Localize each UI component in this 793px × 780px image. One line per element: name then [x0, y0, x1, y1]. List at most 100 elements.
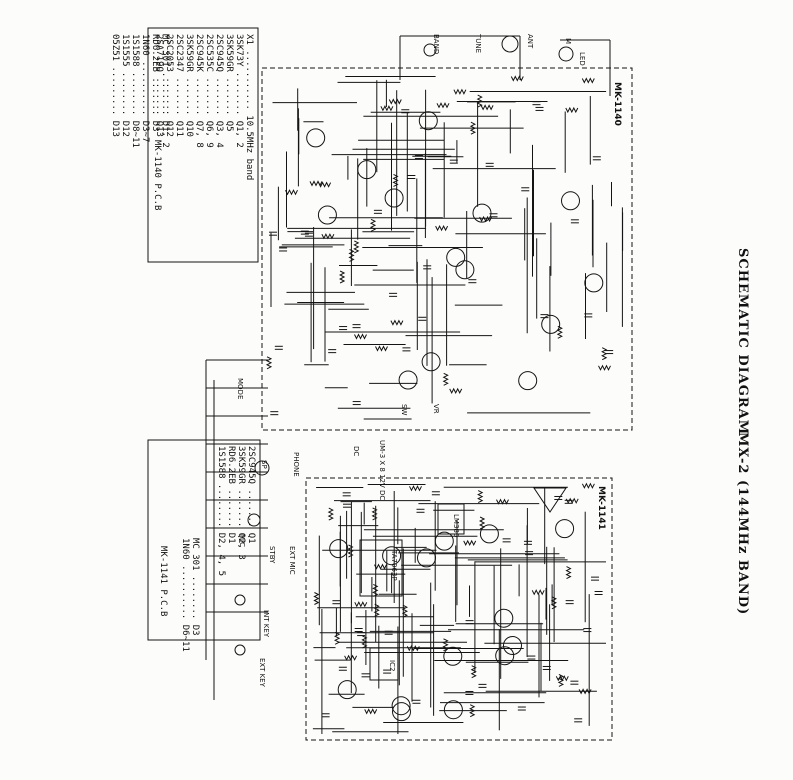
- resistor: [557, 673, 565, 687]
- board-outline-mk1141: [305, 477, 613, 741]
- resistor: [353, 240, 360, 254]
- resistor: [265, 356, 273, 370]
- resistor: [476, 94, 483, 108]
- resistor: [361, 635, 368, 649]
- resistor: [436, 102, 450, 109]
- parts-list-2: 2SC945Q ....... Q1 3SK59GR ....... Q2, 3…: [216, 446, 256, 576]
- resistor: [354, 333, 367, 340]
- transistor: [329, 539, 349, 559]
- transistor: [446, 247, 466, 267]
- resistor: [406, 645, 420, 652]
- parts-list-1-line: X1 ........... 10.5MHz band: [244, 34, 254, 181]
- resistor: [390, 319, 404, 326]
- label-ic2: IC2: [388, 660, 396, 672]
- diagram-title: SCHEMATIC DIAGRAM: [735, 248, 750, 436]
- parts-list-1-line: 2SC945K ....... Q7, 8: [194, 34, 204, 148]
- transistor: [392, 702, 411, 722]
- xtal-filter: [533, 487, 567, 513]
- resistor: [338, 270, 346, 284]
- label-ext-mic: EXT MIC: [288, 546, 296, 575]
- transistor: [337, 680, 357, 700]
- resistor: [469, 704, 476, 718]
- transistor: [584, 273, 604, 293]
- resistor: [453, 88, 467, 95]
- resistor: [510, 75, 524, 82]
- transistor: [472, 203, 492, 223]
- components: [234, 35, 614, 723]
- resistor: [318, 181, 332, 188]
- transistor: [421, 352, 441, 372]
- transistor: [555, 519, 575, 539]
- resistor: [469, 121, 477, 135]
- speaker: [254, 460, 270, 476]
- parts-list-1-line: 2SC535C ....... Q6, 9: [204, 34, 214, 148]
- resistor: [480, 104, 494, 111]
- parts-list-2-line: 2SC945Q ....... Q1: [246, 446, 256, 544]
- resistor: [581, 77, 595, 84]
- parts-list-1-diode: 05Z51 ......... D13: [110, 34, 120, 137]
- parts-list-1-line: 3SK59GR ....... Q10: [184, 34, 194, 137]
- parts-list-2-line: RD6.2EB ....... D1: [226, 446, 236, 544]
- board-label-mk1141: MK-1141: [596, 486, 606, 530]
- parts-list-2-diode: 1N60 .......... D6~11: [180, 538, 190, 652]
- label-ant: ANT: [526, 34, 534, 49]
- resistor: [581, 482, 595, 489]
- ic-lm386: [437, 503, 465, 535]
- resistor: [598, 364, 611, 371]
- resistor: [373, 603, 380, 617]
- label-sw: SW: [400, 404, 408, 416]
- resistor: [435, 224, 449, 232]
- parts-list-1-line: 3SK59GR ....... Q5: [224, 34, 234, 132]
- transistor: [479, 524, 499, 544]
- resistor: [327, 507, 334, 521]
- resistor: [321, 233, 335, 240]
- resistor: [565, 566, 572, 580]
- transistor: [418, 111, 438, 131]
- transistor: [455, 260, 475, 280]
- transistor: [384, 188, 404, 208]
- resistor: [442, 372, 449, 386]
- band-switch: [423, 43, 437, 57]
- label-vr: VR: [432, 404, 440, 414]
- label-int-key: INT KEY: [262, 610, 270, 638]
- transistor: [561, 191, 580, 211]
- label-ext-key: EXT KEY: [258, 658, 266, 687]
- label-ta: TA7063P: [390, 550, 398, 581]
- label-stby: STBY: [268, 546, 276, 564]
- resistor: [449, 387, 463, 395]
- meter: [558, 46, 574, 62]
- resistor: [565, 497, 579, 504]
- parts-list-1-diode: MC 301 ........ D1, 2: [160, 34, 170, 148]
- transistor: [518, 371, 538, 391]
- resistor: [478, 516, 486, 530]
- transistor: [503, 636, 522, 655]
- label-tune: TUNE: [474, 34, 482, 54]
- resistor: [531, 589, 545, 596]
- resistor: [578, 688, 592, 695]
- label-meter: M: [564, 38, 572, 45]
- resistor: [479, 215, 493, 223]
- ic-ic2: [369, 647, 399, 681]
- resistor: [550, 596, 558, 610]
- label-sp: SP: [260, 460, 268, 469]
- parts-list-2-line: 1S1588 ........ D2, 4, 5: [216, 446, 226, 577]
- label-band: BAND: [432, 34, 440, 55]
- resistor: [392, 173, 399, 187]
- resistor: [364, 708, 378, 715]
- label-batt: UM-3 X 8 12V DC: [378, 440, 386, 501]
- resistor: [347, 544, 354, 558]
- diagram-model: MX-2 (144MHz BAND): [735, 432, 750, 616]
- parts-list-1-diode: 1S1588 ........ D8~11: [130, 34, 140, 148]
- resistor: [354, 601, 368, 608]
- ic-ta7063p: [359, 539, 403, 597]
- resistor: [371, 507, 378, 521]
- label-mode: MODE: [236, 378, 244, 400]
- transistor: [391, 696, 411, 716]
- parts-list-1-diode: 1S1555 ........ D12: [120, 34, 130, 137]
- parts-list-2-pcb: MK-1141 P.C.B: [158, 546, 168, 617]
- resistor: [401, 604, 409, 618]
- parts-list-1-diode: RD6.2EB ....... D3: [150, 34, 160, 132]
- parts-list-2-line: 3SK59GR ....... Q2, 3: [236, 446, 246, 560]
- transistor: [306, 128, 326, 148]
